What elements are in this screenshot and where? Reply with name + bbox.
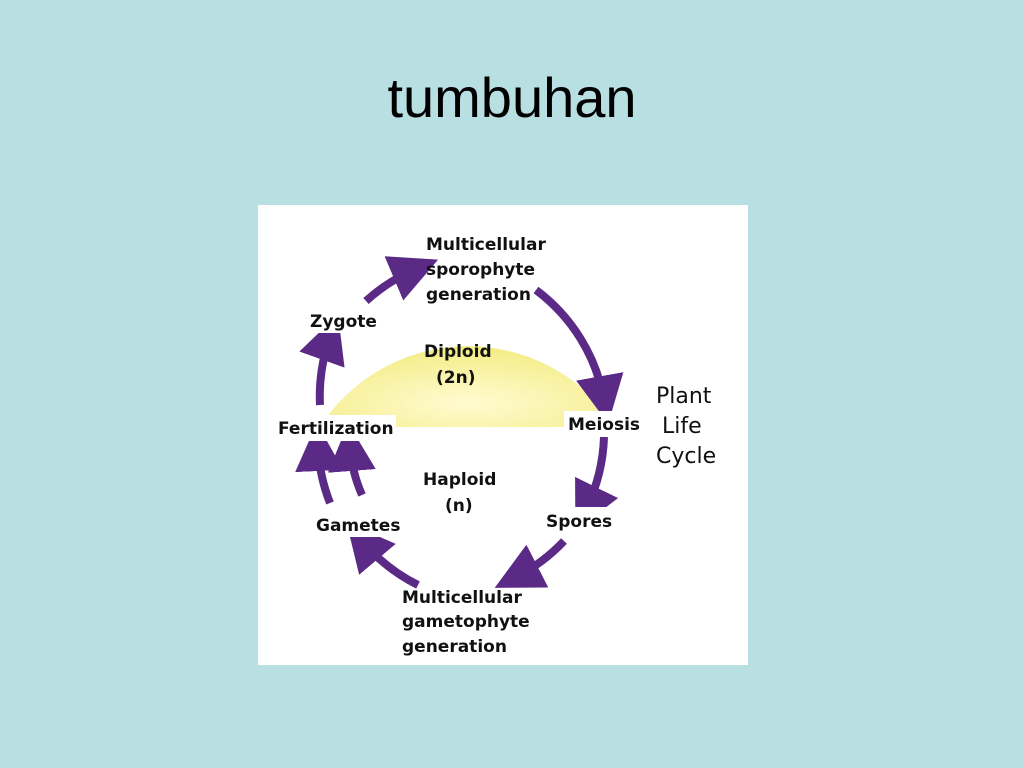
meiosis-label-bg <box>564 411 644 437</box>
haploid-ploidy-label: (n) <box>445 496 473 516</box>
arrow-gametophyte-to-gametes <box>346 522 420 589</box>
arrow-fertilization-to-zygote <box>299 314 345 406</box>
fertilization-label-bg <box>274 415 396 441</box>
sporophyte-label-line-1: Multicellular <box>426 235 546 255</box>
arrow-spores-to-gametophyte <box>494 538 567 588</box>
diploid-label: Diploid <box>424 342 492 362</box>
sporophyte-label-line-3: generation <box>426 285 531 305</box>
plant-life-cycle-diagram: Multicellular sporophyte generation Dipl… <box>274 235 716 657</box>
meiosis-label: Meiosis <box>568 415 640 435</box>
diploid-region <box>320 346 616 427</box>
sporophyte-label-line-2: sporophyte <box>426 260 535 280</box>
gametophyte-label-line-1: Multicellular <box>402 588 522 608</box>
zygote-label: Zygote <box>310 312 377 332</box>
spores-label: Spores <box>546 512 612 532</box>
caption-line-1: Plant <box>656 384 712 409</box>
slide-title: tumbuhan <box>387 66 637 129</box>
arrow-sporophyte-to-meiosis <box>533 286 624 424</box>
plant-life-cycle-figure: Multicellular sporophyte generation Dipl… <box>258 205 748 665</box>
fertilization-label: Fertilization <box>278 419 394 439</box>
caption-line-3: Cycle <box>656 444 716 469</box>
arrow-zygote-to-sporophyte <box>363 256 439 304</box>
arrow-gametes-to-fertilization-b <box>327 423 376 497</box>
spores-label-bg <box>540 507 618 533</box>
diploid-ploidy-label: (2n) <box>436 368 475 388</box>
arrow-gametes-to-fertilization-a <box>295 423 344 505</box>
gametes-label: Gametes <box>316 516 400 536</box>
gametophyte-label-line-2: gametophyte <box>402 612 530 632</box>
gametes-label-bg <box>310 511 406 537</box>
gametophyte-label-line-3: generation <box>402 637 507 657</box>
haploid-label: Haploid <box>423 470 496 490</box>
arrow-meiosis-to-spores <box>575 436 619 531</box>
caption-line-2: Life <box>662 414 702 439</box>
zygote-label-bg <box>306 309 384 333</box>
